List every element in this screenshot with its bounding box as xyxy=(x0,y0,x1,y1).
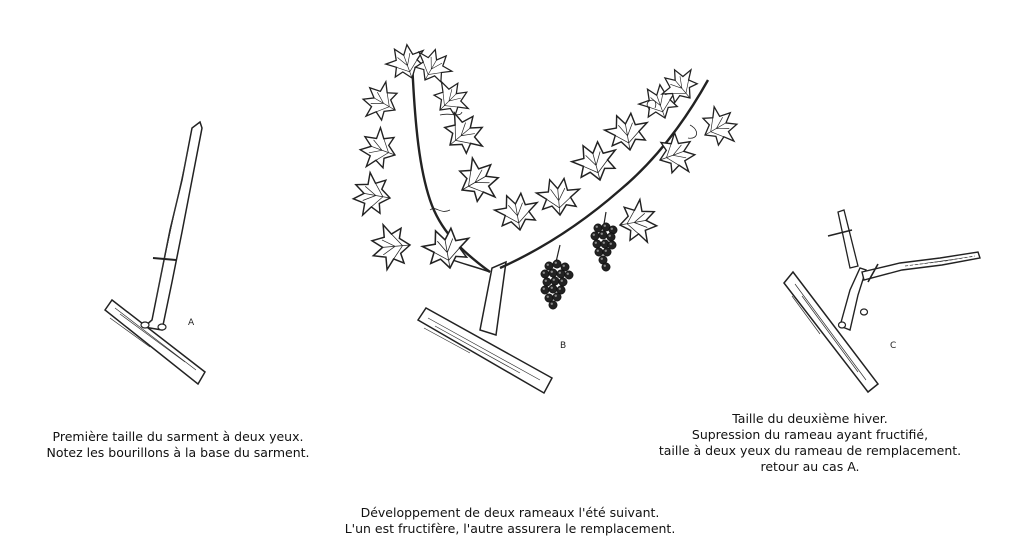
panel-a-drawing: A xyxy=(105,122,205,384)
bud-icon xyxy=(839,322,846,328)
panel-a-label: A xyxy=(188,318,195,328)
caption-line: taille à deux yeux du rameau de remplace… xyxy=(600,443,1009,459)
panel-c-caption: Taille du deuxième hiver. Supression du … xyxy=(600,411,1009,475)
panel-c-drawing: C xyxy=(784,210,980,392)
cordon-c xyxy=(784,272,878,392)
caption-line: Taille du deuxième hiver. xyxy=(600,411,1009,427)
caption-line: Première taille du sarment à deux yeux. xyxy=(8,429,348,445)
panel-b-drawing: B xyxy=(351,40,744,393)
caption-line: Développement de deux rameaux l'été suiv… xyxy=(300,505,720,521)
spur-b xyxy=(480,262,506,335)
bud-icon xyxy=(861,309,868,315)
caption-line: Supression du rameau ayant fructifié, xyxy=(600,427,1009,443)
cane-a xyxy=(141,122,202,330)
panel-b-caption: Développement de deux rameaux l'été suiv… xyxy=(300,505,720,537)
panel-a-caption: Première taille du sarment à deux yeux. … xyxy=(8,429,348,461)
grape-cluster-icon xyxy=(591,212,617,271)
caption-line: retour au cas A. xyxy=(600,459,1009,475)
bud-icon xyxy=(158,324,166,330)
left-shoot xyxy=(351,40,506,272)
grape-cluster-icon xyxy=(541,245,573,309)
caption-line: L'un est fructifère, l'autre assurera le… xyxy=(300,521,720,537)
right-shoot xyxy=(492,62,743,268)
caption-line: Notez les bourillons à la base du sarmen… xyxy=(8,445,348,461)
panel-c-label: C xyxy=(890,341,896,351)
bud-icon xyxy=(141,322,149,328)
panel-b-label: B xyxy=(560,341,566,351)
